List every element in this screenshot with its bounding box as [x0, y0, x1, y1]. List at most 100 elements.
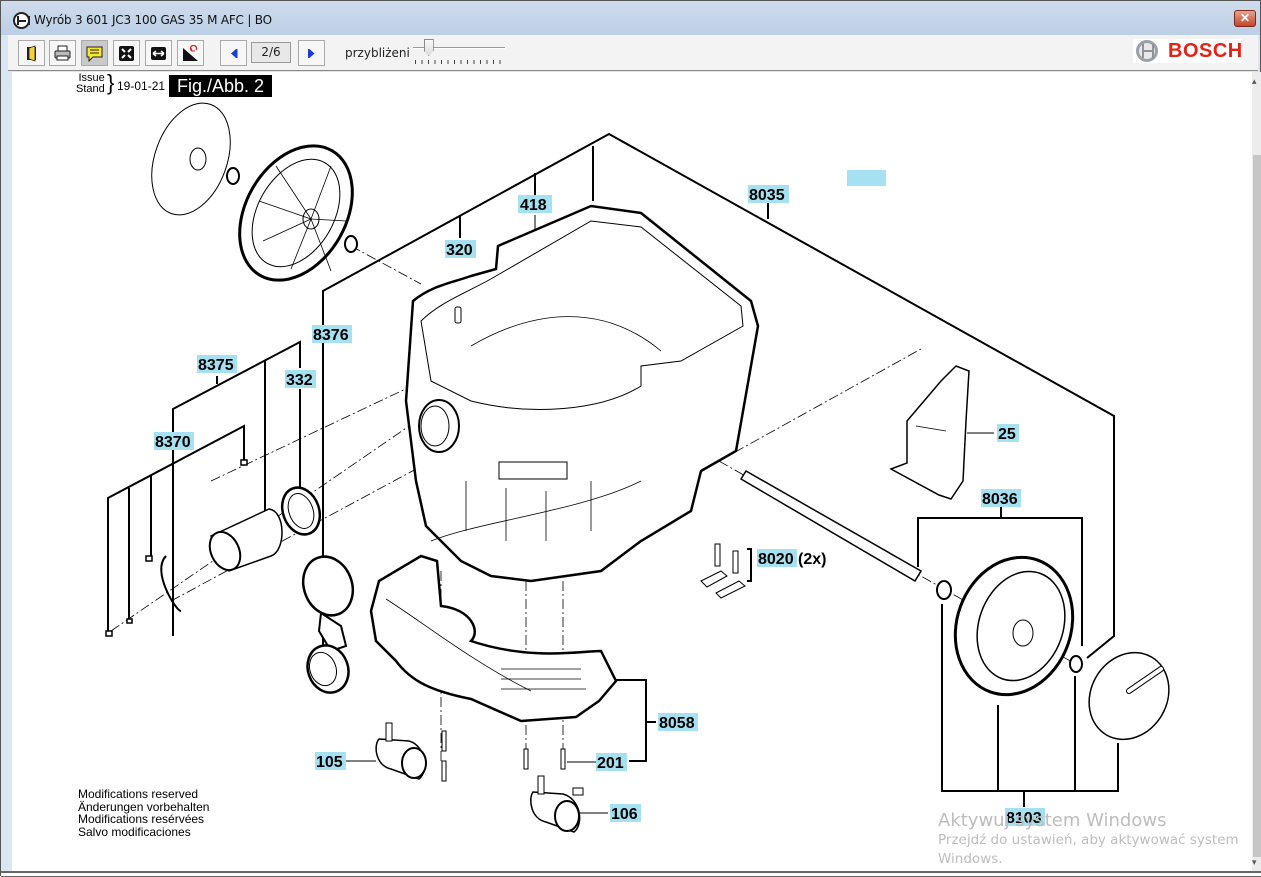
svg-text:(2x): (2x)	[798, 551, 826, 568]
svg-text:106: 106	[611, 806, 638, 823]
fit-page-icon	[119, 45, 134, 61]
issue-label: Issue	[78, 72, 105, 84]
next-page-icon	[308, 48, 315, 58]
nut-d	[240, 459, 248, 466]
zoom-label: przybliżeni	[345, 46, 410, 60]
callout-8376[interactable]: 8376	[312, 325, 352, 344]
svg-text:8103: 8103	[1006, 810, 1042, 827]
document-canvas: Issue Stand } 19-01-21 Fig./Abb. 2	[12, 72, 1252, 871]
comment-button[interactable]	[81, 40, 108, 66]
toolbar: 2/6 przybliżeni BOSCH	[8, 35, 1258, 71]
seal-332	[280, 486, 322, 536]
callout-320[interactable]: 320	[445, 240, 476, 259]
callout-8058[interactable]: 8058	[658, 713, 698, 732]
callout-8370[interactable]: 8370	[154, 432, 194, 451]
leader-8375	[172, 340, 301, 636]
callout-106[interactable]: 106	[610, 804, 641, 823]
container-418	[404, 204, 760, 583]
fit-page-button[interactable]	[113, 40, 140, 66]
next-page-button[interactable]	[298, 40, 325, 66]
hose-clip-8370	[160, 555, 182, 612]
zoom-slider-ticks	[415, 60, 505, 64]
callout-201[interactable]: 201	[596, 753, 627, 772]
empty-highlight	[847, 170, 886, 186]
print-button[interactable]	[49, 40, 76, 66]
axis-handle	[718, 348, 922, 462]
activation-line1: Przejdź do ustawień, aby aktywować syste…	[938, 832, 1239, 848]
svg-text:8020: 8020	[758, 551, 794, 568]
bosch-logo: BOSCH	[1133, 39, 1243, 63]
screw-201-c	[523, 748, 529, 770]
callout-8036[interactable]: 8036	[981, 489, 1021, 508]
svg-text:8035: 8035	[749, 187, 785, 204]
activation-line2: Windows.	[938, 851, 1003, 867]
note-es: Salvo modificaciones	[78, 824, 191, 839]
leader-8058	[613, 679, 647, 762]
part-320	[454, 306, 462, 324]
callout-418[interactable]: 418	[518, 195, 552, 214]
handle-25	[889, 365, 970, 500]
callouts: 418 8035 320 8376 8375 332 8370 25 8036 …	[154, 170, 1045, 827]
zoom-slider-thumb[interactable]	[423, 39, 434, 56]
stand-label: Stand	[76, 83, 105, 95]
note-en: Modifications reserved	[78, 787, 199, 801]
svg-text:201: 201	[597, 755, 624, 772]
zoom-area-icon	[183, 44, 198, 61]
callout-105[interactable]: 105	[315, 752, 346, 771]
brand-name: BOSCH	[1168, 40, 1243, 62]
callout-8103[interactable]: 8103	[1005, 808, 1045, 827]
axis-wheel-left	[350, 245, 422, 285]
left-wheel-assembly	[151, 102, 358, 282]
callout-8020[interactable]: 8020(2x)	[757, 549, 826, 568]
vertical-scrollbar[interactable]: ▴ ▾	[1252, 72, 1261, 871]
scroll-up-arrow-icon[interactable]: ▴	[1252, 76, 1257, 86]
page-indicator[interactable]: 2/6	[251, 42, 291, 63]
fit-width-icon	[151, 46, 166, 60]
scroll-thumb[interactable]	[1253, 155, 1261, 857]
svg-text:8058: 8058	[659, 715, 695, 732]
svg-text:8376: 8376	[313, 327, 349, 344]
bosch-armature-icon	[1136, 40, 1158, 62]
svg-text:8370: 8370	[155, 434, 191, 451]
svg-text:25: 25	[998, 426, 1016, 443]
exploded-parts-diagram: 418 8035 320 8376 8375 332 8370 25 8036 …	[105, 102, 1170, 833]
note-de: Änderungen vorbehalten	[78, 799, 210, 814]
callout-332[interactable]: 332	[285, 370, 316, 389]
callout-8375[interactable]: 8375	[197, 355, 237, 374]
leader-8103	[941, 604, 1119, 792]
issue-date: 19-01-21	[117, 79, 166, 93]
zoom-slider-track[interactable]	[413, 47, 505, 49]
figure-label: Fig./Abb. 2	[169, 75, 273, 97]
scroll-down-arrow-icon[interactable]: ▾	[1252, 857, 1257, 867]
previous-page-icon	[231, 48, 238, 58]
screw-c	[126, 618, 133, 624]
window-title: Wyrób 3 601 JC3 100 GAS 35 M AFC | BO	[34, 13, 272, 27]
screw-201-a	[441, 730, 447, 752]
right-wheel-assembly	[953, 555, 1170, 741]
leader-8370	[107, 424, 245, 631]
zoom-area-button[interactable]	[177, 40, 204, 66]
screw-201-d	[560, 748, 566, 770]
svg-text:332: 332	[286, 372, 313, 389]
close-button[interactable]: ✕	[1234, 10, 1256, 27]
axle	[739, 469, 952, 600]
exit-button[interactable]	[18, 40, 45, 66]
previous-page-button[interactable]	[220, 40, 247, 66]
clip-ring-right	[1069, 655, 1083, 673]
spacer-right	[936, 580, 952, 600]
exit-door-icon	[27, 44, 36, 62]
callout-8035[interactable]: 8035	[748, 185, 789, 204]
casters	[375, 722, 584, 833]
spacer-left	[344, 235, 358, 253]
svg-text:105: 105	[316, 754, 343, 771]
callout-25[interactable]: 25	[997, 424, 1019, 443]
leader-8020	[747, 548, 752, 582]
fit-width-button[interactable]	[145, 40, 172, 66]
issue-stand-label: Issue Stand	[76, 73, 105, 95]
hose-connector-parts	[105, 459, 355, 694]
hose-cap-8376	[301, 555, 355, 617]
svg-text:8036: 8036	[982, 491, 1018, 508]
base-8058	[369, 554, 618, 723]
svg-text:320: 320	[446, 242, 473, 259]
